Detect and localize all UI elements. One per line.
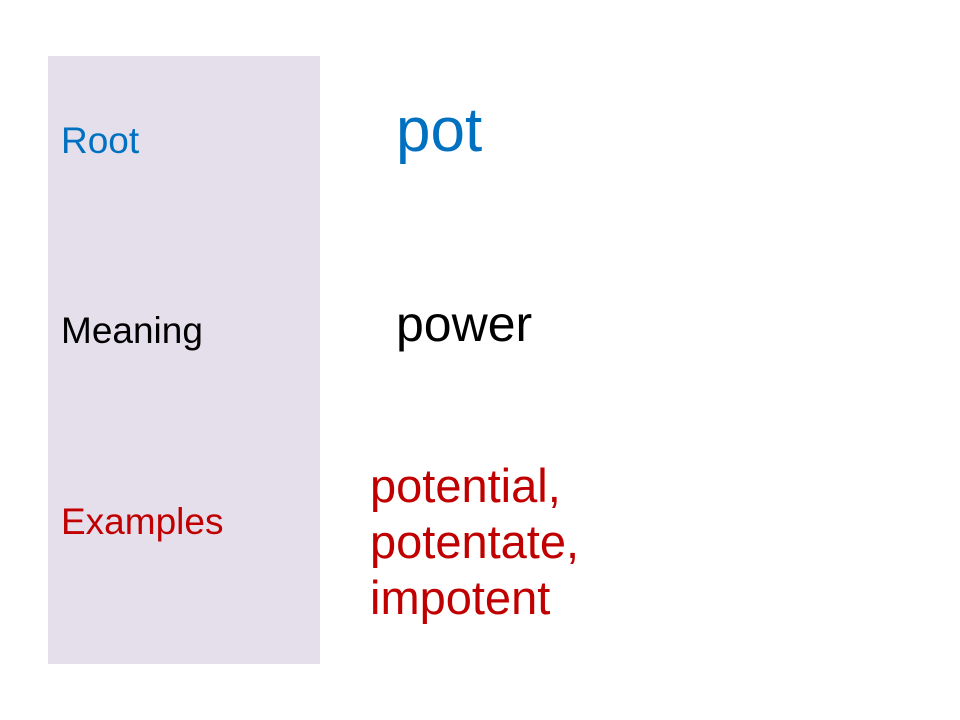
meaning-value: power (396, 296, 533, 352)
example-item: impotent (370, 571, 551, 624)
examples-list: potential, potentate, impotent (370, 458, 579, 626)
example-item: potentate, (370, 515, 580, 568)
meaning-label: Meaning (61, 310, 203, 351)
label-panel (48, 56, 320, 664)
root-value: pot (396, 96, 483, 165)
root-label: Root (61, 120, 140, 161)
example-item: potential, (370, 459, 561, 512)
examples-label: Examples (61, 501, 224, 542)
